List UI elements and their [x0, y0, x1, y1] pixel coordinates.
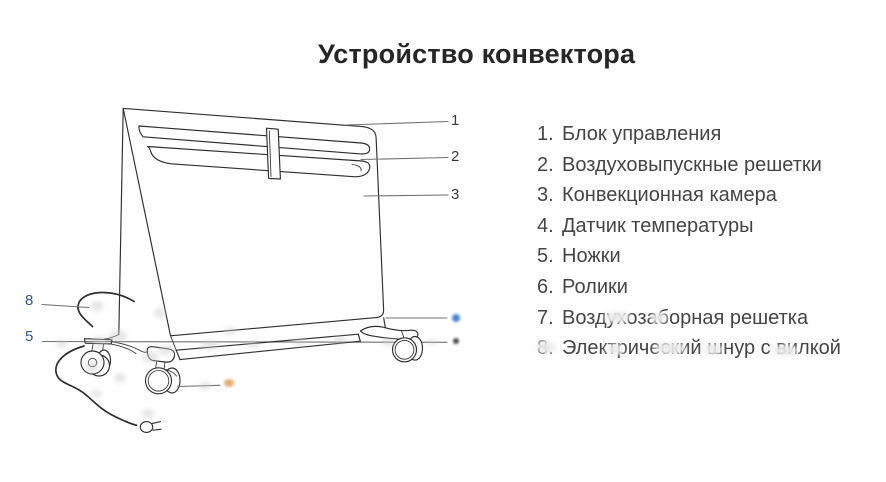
part-item-2: 2. Воздуховыпускные решетки [537, 150, 841, 181]
callout-number-1: 1 [451, 111, 460, 129]
callout-number-8: 8 [25, 291, 34, 309]
part-label: Воздухозаборная решетка [562, 306, 809, 329]
part-label: Ножки [562, 245, 621, 268]
part-number: 3. [537, 184, 554, 207]
plug [139, 421, 162, 433]
part-number: 5. [537, 245, 554, 268]
parts-list: 1. Блок управления 2. Воздуховыпускные реш… [537, 119, 841, 364]
control-tab [265, 127, 281, 180]
power-cord [55, 291, 162, 433]
part-item-4: 4. Датчик температуры [537, 211, 841, 242]
part-label: Воздуховыпускные решетки [562, 153, 822, 176]
part-item-8: 8. Электрический шнур с вилкой [537, 333, 841, 364]
part-item-6: 6. Ролики [537, 272, 841, 303]
part-number: 2. [537, 153, 554, 176]
air-outlet-grilles [138, 125, 371, 178]
part-item-5: 5. Ножки [537, 241, 841, 272]
part-label: Датчик температуры [562, 214, 754, 237]
callout-number-5: 5 [25, 328, 34, 345]
part-number: 1. [537, 123, 554, 145]
callout-line-5-7 [41, 340, 448, 343]
part-item-1: 1. Блок управления [537, 119, 841, 150]
part-label: Ролики [562, 275, 628, 298]
callout-number-3: 3 [451, 185, 460, 203]
part-item-7: 7. Воздухозаборная решетка [537, 303, 841, 334]
smudge-dot-callout-4 [452, 314, 460, 322]
smudge-dot-callout-6 [224, 379, 234, 387]
part-number: 7. [537, 306, 554, 329]
callout-lines [41, 120, 449, 388]
part-label: Блок управления [562, 123, 722, 145]
part-number: 6. [537, 275, 554, 298]
smudge-artifacts [56, 301, 437, 419]
smudge-dot-callout-7 [453, 338, 459, 344]
part-label: Конвекционная камера [562, 184, 777, 207]
part-label: Электрический шнур с вилкой [562, 337, 841, 360]
callout-number-2: 2 [451, 148, 460, 165]
part-item-3: 3. Конвекционная камера [537, 180, 841, 211]
part-number: 4. [537, 214, 554, 237]
page-title: Устройство конвектора [318, 39, 636, 69]
right-caster [359, 317, 424, 363]
part-number: 8. [537, 337, 554, 360]
